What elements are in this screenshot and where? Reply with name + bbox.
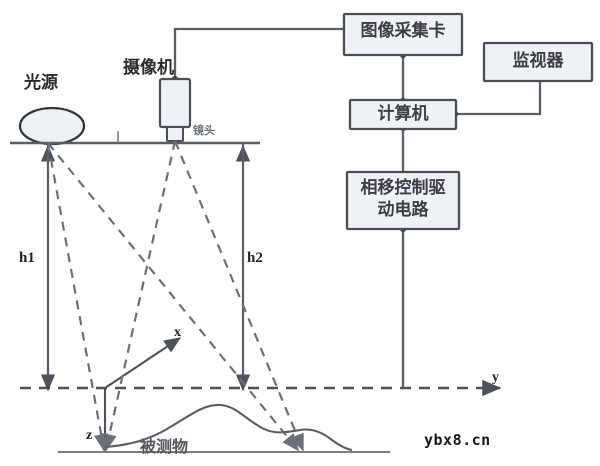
h1-label: h1 [19, 250, 35, 266]
light-source-rays [46, 142, 300, 452]
camera-lens [166, 126, 184, 142]
block-frame-grabber[interactable] [342, 12, 464, 57]
block-label-phase-shift-driver-line2: 动电路 [377, 200, 429, 220]
measured-object-label: 被测物 [140, 437, 189, 456]
block-computer[interactable] [348, 98, 458, 131]
camera-label: 摄像机 [123, 58, 174, 78]
measured-object-surface [58, 403, 390, 453]
light-source-label: 光源 [24, 73, 58, 93]
block-label-frame-grabber: 图像采集卡 [360, 21, 446, 41]
block-label-monitor: 监视器 [512, 51, 564, 71]
reference-baseline [10, 131, 260, 145]
block-label-computer: 计算机 [377, 104, 429, 124]
z-axis-label: z [86, 428, 93, 443]
camera-body [158, 77, 192, 129]
block-label-phase-shift-driver-line1: 相移控制驱 [360, 178, 446, 198]
lens-label: 镜头 [193, 124, 215, 137]
camera-view-rays [102, 140, 305, 452]
block-monitor[interactable] [482, 41, 594, 83]
light-source-lamp [18, 106, 86, 146]
h2-label: h2 [247, 250, 263, 266]
block-connectors [173, 27, 542, 390]
watermark: ybx8.cn [424, 431, 491, 449]
block-phase-shift-driver[interactable] [345, 170, 461, 231]
y-axis-label: y [492, 370, 499, 385]
x-axis-label: x [174, 325, 181, 340]
